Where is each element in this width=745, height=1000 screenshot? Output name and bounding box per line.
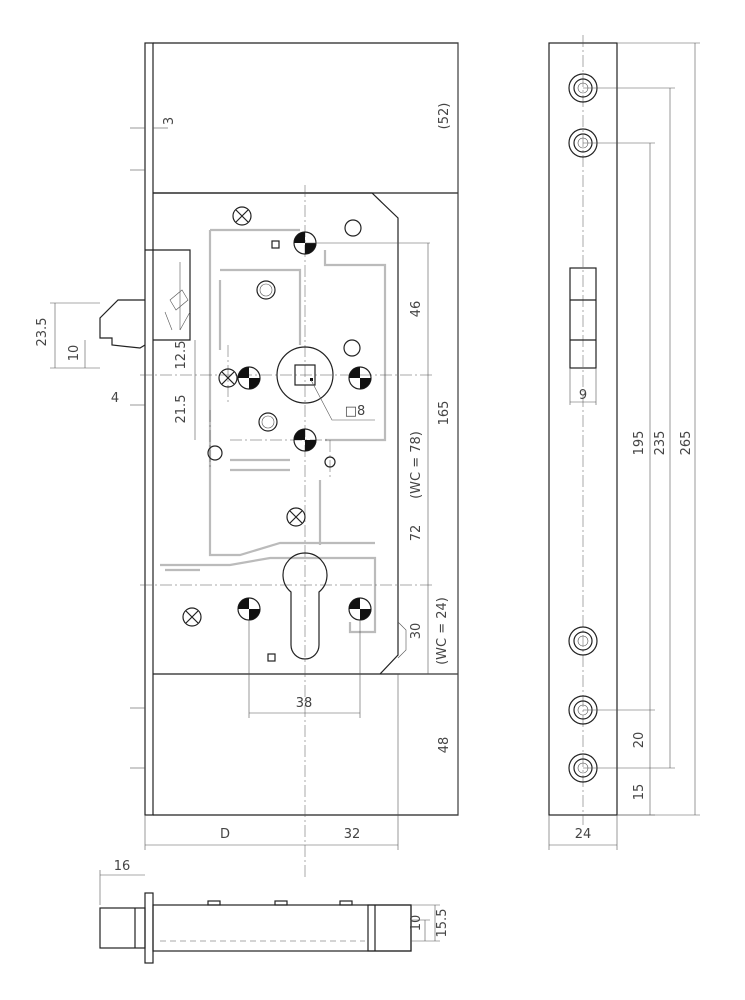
center-lines: [140, 185, 435, 880]
dim-d: D: [220, 827, 230, 842]
forend-plate: [144, 42, 154, 816]
dim-20: 20: [632, 732, 647, 749]
dim-24: 24: [575, 827, 592, 842]
fixing-holes: [237, 231, 372, 621]
latch-slot: [569, 267, 597, 405]
front-view: [50, 42, 459, 880]
dim-3: 3: [162, 117, 177, 125]
dim-165: 165: [437, 401, 452, 426]
dim-12-5: 12.5: [174, 341, 189, 370]
dim-23-5: 23.5: [35, 318, 50, 347]
bottom-view: [99, 870, 440, 964]
bottom-case: [152, 904, 412, 952]
dim-38: 38: [296, 696, 313, 711]
dim-wc-78: (WC = 78): [409, 431, 424, 499]
dim-15-5: 15.5: [435, 909, 450, 938]
guide-channels: [160, 228, 387, 634]
dim-8-square: □8: [345, 404, 366, 419]
dim-9: 9: [579, 388, 587, 403]
dim-52: (52): [437, 103, 452, 130]
dim-72: 72: [409, 525, 424, 542]
bottom-latch: [99, 907, 146, 949]
side-view: [548, 35, 700, 850]
dim-wc-24: (WC = 24): [435, 597, 450, 665]
dim-265: 265: [679, 431, 694, 456]
dimension-labels: 3 (52) 23.5 10 12.5 4 21.5 46 □8 165 (WC…: [35, 103, 694, 938]
follower-hub: [276, 346, 375, 421]
dim-30: 30: [409, 623, 424, 640]
dim-15: 15: [632, 784, 647, 801]
dim-4: 4: [111, 391, 119, 406]
dim-195: 195: [632, 431, 647, 456]
dim-48: 48: [437, 737, 452, 754]
plain-holes: [207, 219, 362, 662]
dim-235: 235: [653, 431, 668, 456]
forend-screw-holes: [568, 73, 598, 783]
dim-10-latch: 10: [67, 345, 82, 362]
dim-10-bottom: 10: [409, 915, 424, 932]
bottom-forend: [144, 892, 154, 964]
latch-bolt: [99, 249, 191, 349]
screw-hole-x: [182, 206, 306, 627]
dim-21-5: 21.5: [174, 395, 189, 424]
dim-32: 32: [344, 827, 361, 842]
front-dimension-lines: [50, 43, 459, 850]
mechanism-plate: [153, 192, 399, 675]
dim-46: 46: [409, 301, 424, 318]
cylinder-hole: [282, 552, 328, 660]
dim-16: 16: [114, 859, 131, 874]
plate-notch: [397, 621, 407, 659]
side-dimension-lines: [548, 42, 700, 850]
